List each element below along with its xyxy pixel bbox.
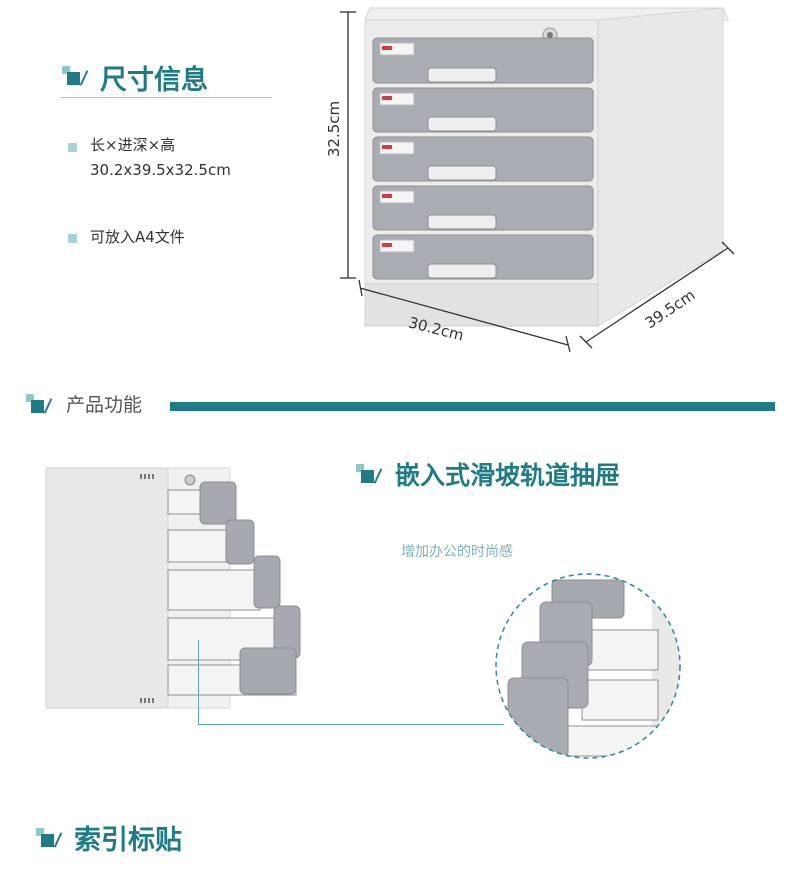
- product-cabinet-image: [340, 7, 735, 353]
- index-section-title: 索引标贴: [74, 825, 182, 856]
- section-underline: [60, 97, 272, 98]
- size-section-title: 尺寸信息: [100, 65, 208, 96]
- open-drawers-image: [45, 467, 301, 709]
- section-marker-icon: [36, 828, 66, 852]
- size-bullet-1-line2: 30.2x39.5x32.5cm: [90, 161, 231, 179]
- zoom-detail-image: [495, 573, 681, 759]
- section-bar: [170, 402, 775, 411]
- bullet-icon: [68, 234, 77, 243]
- size-bullet-1-line1: 长×进深×高: [90, 136, 176, 154]
- section-marker-icon: [26, 394, 56, 418]
- section-marker-icon: [356, 464, 386, 488]
- callout-line-horizontal: [198, 724, 504, 725]
- feature-title: 嵌入式滑坡轨道抽屉: [395, 461, 621, 490]
- size-bullet-2-line1: 可放入A4文件: [90, 228, 185, 246]
- bullet-icon: [68, 143, 77, 152]
- callout-line-vertical: [198, 640, 199, 724]
- feature-subtitle: 增加办公的时尚感: [401, 544, 513, 560]
- section-marker-icon: [62, 66, 92, 90]
- height-dimension-label: 32.5cm: [325, 100, 343, 158]
- features-section-title: 产品功能: [66, 394, 143, 416]
